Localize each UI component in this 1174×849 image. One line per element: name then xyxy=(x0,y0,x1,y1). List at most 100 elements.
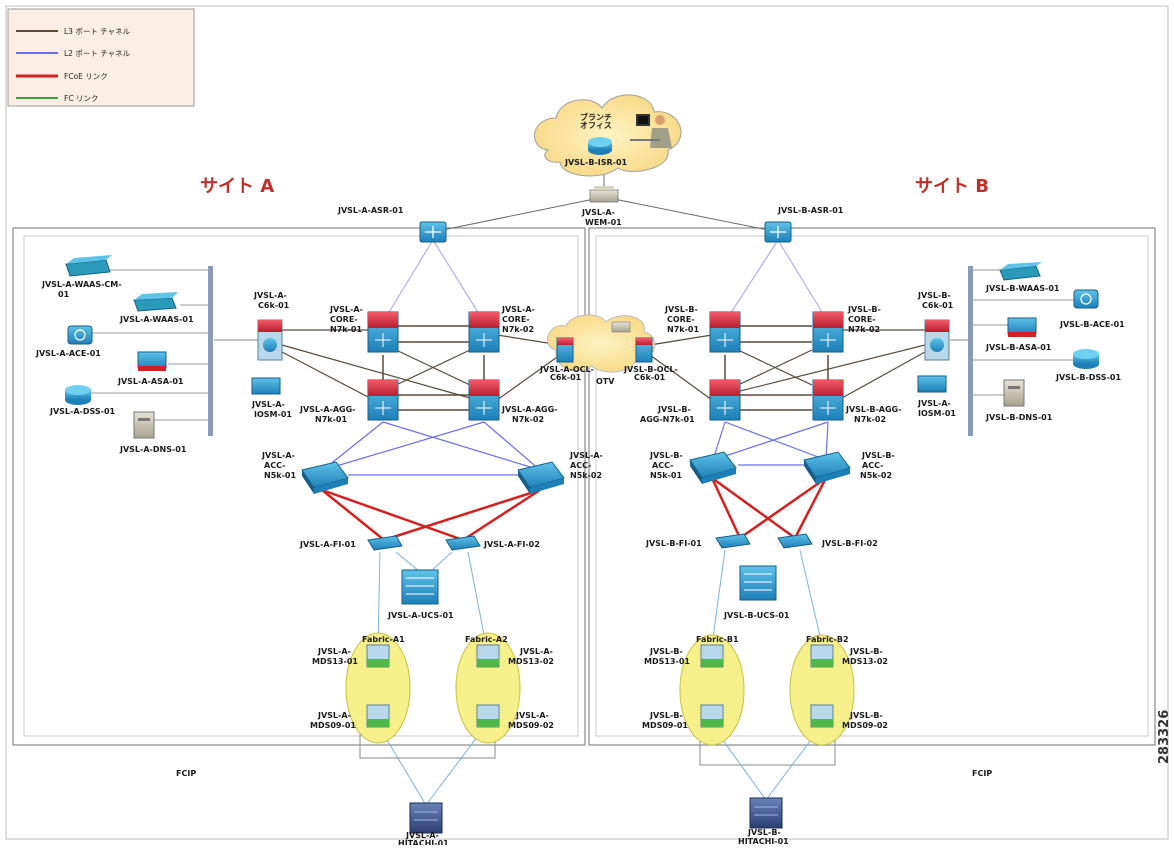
site-b-fi-1-label: JVSL-B-FI-01 xyxy=(645,539,702,548)
site-b-c6k-switch-icon xyxy=(924,319,950,361)
site-b-fcip-label: FCIP xyxy=(972,769,992,778)
otv-label: OTV xyxy=(596,377,615,386)
site-b-mds13-2-label: JVSL-B-MDS13-02 xyxy=(842,647,888,666)
site-b-acc-2-label: JVSL-B-ACC-N5k-02 xyxy=(860,451,895,480)
site-b-hitachi-storage-icon xyxy=(749,797,783,829)
site-a-ace-icon xyxy=(67,325,93,345)
site-a-agg-2-switch-icon xyxy=(468,379,500,421)
site-b-mds13-1-label: JVSL-B-MDS13-01 xyxy=(644,647,690,666)
branch-office-cloud: ブランチオフィス JVSL-B-ISR-01 xyxy=(534,94,682,177)
site-b-waas-label: JVSL-B-WAAS-01 xyxy=(985,284,1060,293)
legend-l2-label: L2 ポート チャネル xyxy=(64,49,131,58)
site-a-agg-1-switch-icon xyxy=(367,379,399,421)
site-b-title: サイト B xyxy=(915,176,989,197)
site-b-fabric-2-zone xyxy=(789,634,855,746)
branch-router-icon xyxy=(588,137,612,155)
site-a-service-bus xyxy=(208,266,213,436)
legend-fcoe-label: FCoE リンク xyxy=(64,72,108,81)
site-a-acc-2-label: JVSL-A-ACC-N5k-02 xyxy=(569,451,603,480)
site-a-agg-2-label: JVSL-A-AGG-N7k-02 xyxy=(501,405,558,424)
site-a-fabric-1-zone xyxy=(345,632,411,744)
site-a-hitachi-label: JVSL-A-HITACHI-01 xyxy=(398,831,449,845)
site-a-mds13-1-icon xyxy=(366,644,390,668)
site-b-core-2-label: JVSL-B-CORE-N7k-02 xyxy=(847,305,881,334)
site-a-otv-label: JVSL-A-OCL-C6k-01 xyxy=(539,365,594,382)
site-a-fi-2-label: JVSL-A-FI-02 xyxy=(483,540,540,549)
site-a-waas-icon xyxy=(133,292,178,312)
site-a-acc-2-switch-icon xyxy=(517,461,565,494)
site-b-otv-switch-icon xyxy=(635,337,653,363)
links xyxy=(214,168,972,806)
site-a-otv-switch-icon xyxy=(556,337,574,363)
site-b-ucs-chassis-icon xyxy=(739,565,777,601)
site-b-dss-label: JVSL-B-DSS-01 xyxy=(1055,373,1121,382)
site-a-mds13-1-label: JVSL-A-MDS13-01 xyxy=(312,647,358,666)
site-a-asa-label: JVSL-A-ASA-01 xyxy=(117,377,184,386)
site-b-inner-frame xyxy=(595,235,1149,737)
site-a-mds09-2-label: JVSL-A-MDS09-02 xyxy=(508,711,554,730)
site-a-fabric-1-label: Fabric-A1 xyxy=(362,635,405,644)
site-a-acc-1-label: JVSL-A-ACC-N5k-01 xyxy=(261,451,296,480)
site-a-dns-server-icon xyxy=(133,411,155,439)
site-a-inner-frame xyxy=(23,235,579,737)
legend-fc-label: FC リンク xyxy=(64,94,98,103)
site-b-frame xyxy=(588,227,1156,746)
figure-id: 283326 xyxy=(1157,710,1172,764)
site-b-agg-2-label: JVSL-B-AGG-N7k-02 xyxy=(845,405,901,424)
site-a-c6k-switch-icon xyxy=(257,319,283,361)
user-at-desk-icon xyxy=(630,114,672,148)
site-a-hitachi-storage-icon xyxy=(409,802,443,834)
otv-cloud xyxy=(546,314,656,373)
site-b-iosm-icon xyxy=(917,375,947,393)
site-b-c6k-label: JVSL-B-C6k-01 xyxy=(917,291,954,310)
site-b-service-bus xyxy=(968,266,973,436)
site-b-fabric-1-label: Fabric-B1 xyxy=(696,635,739,644)
site-b-core-1-label: JVSL-B-CORE-N7k-01 xyxy=(664,305,699,334)
site-b-fi-2-icon xyxy=(777,533,813,549)
outer-border xyxy=(5,5,1169,840)
site-a-fi-1-label: JVSL-A-FI-01 xyxy=(299,540,356,549)
site-a-agg-1-label: JVSL-A-AGG-N7k-01 xyxy=(299,405,356,424)
site-b-mds09-2-icon xyxy=(810,704,834,728)
site-b-mds09-1-label: JVSL-B-MDS09-01 xyxy=(642,711,688,730)
site-a-fabric-2-label: Fabric-A2 xyxy=(465,635,508,644)
branch-office-label: ブランチオフィス xyxy=(580,112,612,130)
site-b-dns-label: JVSL-B-DNS-01 xyxy=(985,413,1053,422)
site-a-fi-2-icon xyxy=(445,535,481,551)
site-b-dns-server-icon xyxy=(1003,379,1025,407)
site-a-core-1-label: JVSL-A-CORE-N7k-01 xyxy=(329,305,363,334)
legend-l3-label: L3 ポート チャネル xyxy=(64,27,131,36)
site-a-waas-label: JVSL-A-WAAS-01 xyxy=(119,315,194,324)
site-b-ace-icon xyxy=(1073,289,1099,309)
site-a-core-2-switch-icon xyxy=(468,311,500,353)
site-a-acc-1-switch-icon xyxy=(301,461,349,494)
site-b-waas-icon xyxy=(999,262,1042,281)
site-b-fabric-2-label: Fabric-B2 xyxy=(806,635,849,644)
site-b-otv-label: JVSL-B-OCL-C6k-01 xyxy=(623,365,678,382)
site-a-ucs-chassis-icon xyxy=(401,569,439,605)
site-a-mds13-2-label: JVSL-A-MDS13-02 xyxy=(508,647,554,666)
site-b-asa-firewall-icon xyxy=(1007,317,1037,337)
site-a-fcip-label: FCIP xyxy=(176,769,196,778)
site-b-mds09-1-icon xyxy=(700,704,724,728)
branch-router-label: JVSL-B-ISR-01 xyxy=(564,158,628,167)
site-b-fabric-1-zone xyxy=(679,634,745,746)
wem-appliance-icon xyxy=(589,186,619,203)
site-a-c6k-label: JVSL-A-C6k-01 xyxy=(253,291,290,310)
site-b-acc-2-switch-icon xyxy=(803,451,851,484)
site-a-iosm-icon xyxy=(251,377,281,395)
site-a-asr-router-icon xyxy=(419,221,447,243)
site-a-dss-label: JVSL-A-DSS-01 xyxy=(49,407,116,416)
site-a-ucs-label: JVSL-A-UCS-01 xyxy=(387,611,454,620)
site-b-acc-1-switch-icon xyxy=(689,451,737,484)
site-b-agg-1-label: JVSL-B-AGG-N7k-01 xyxy=(640,405,695,424)
site-b-core-1-switch-icon xyxy=(709,311,741,353)
site-a-title: サイト A xyxy=(200,176,274,197)
site-a-core-2-label: JVSL-A-CORE-N7k-02 xyxy=(501,305,535,334)
site-b-fi-2-label: JVSL-B-FI-02 xyxy=(821,539,878,548)
wem-label: JVSL-A-WEM-01 xyxy=(581,208,622,227)
site-b-dss-icon xyxy=(1073,349,1099,369)
site-b-core-2-switch-icon xyxy=(812,311,844,353)
